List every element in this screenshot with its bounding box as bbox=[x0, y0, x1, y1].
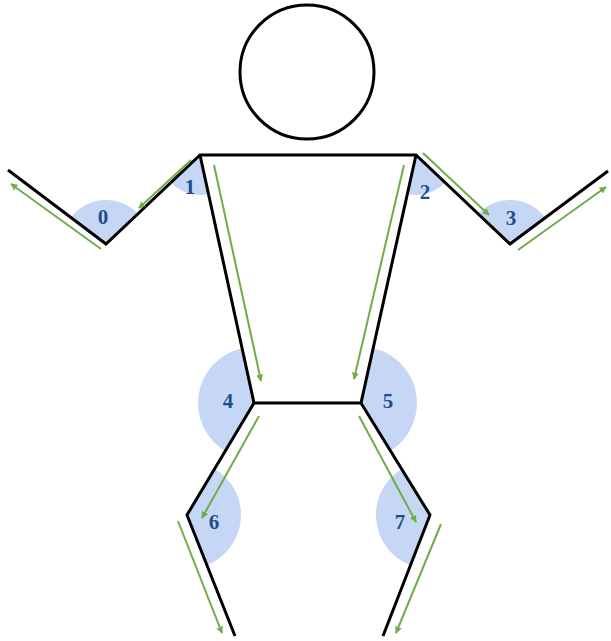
direction-arrow bbox=[354, 165, 404, 379]
body-lines bbox=[8, 5, 608, 636]
callout-number: 0 bbox=[98, 207, 109, 228]
arms-line bbox=[8, 155, 608, 244]
head-circle bbox=[240, 5, 374, 139]
direction-arrow bbox=[396, 524, 441, 633]
joint-wedge bbox=[187, 469, 241, 566]
left-leg-line bbox=[187, 403, 254, 636]
callout-number: 1 bbox=[185, 177, 196, 198]
direction-arrow bbox=[214, 165, 261, 381]
callout-number: 2 bbox=[420, 182, 431, 203]
direction-arrow bbox=[139, 160, 191, 208]
torso-line bbox=[200, 155, 416, 403]
callout-number: 5 bbox=[383, 391, 394, 412]
callout-number: 4 bbox=[223, 391, 234, 412]
callout-number: 6 bbox=[209, 512, 220, 533]
callout-number: 3 bbox=[506, 208, 517, 229]
callout-number: 7 bbox=[395, 512, 406, 533]
direction-arrow bbox=[359, 416, 416, 522]
direction-arrow bbox=[178, 521, 222, 633]
direction-arrows bbox=[11, 153, 606, 633]
direction-arrow bbox=[518, 187, 606, 250]
joint-angle-wedges bbox=[71, 155, 545, 565]
direction-arrow bbox=[202, 416, 259, 518]
direction-arrow bbox=[423, 153, 489, 215]
direction-arrow bbox=[11, 184, 101, 249]
joint-wedge bbox=[376, 469, 430, 565]
